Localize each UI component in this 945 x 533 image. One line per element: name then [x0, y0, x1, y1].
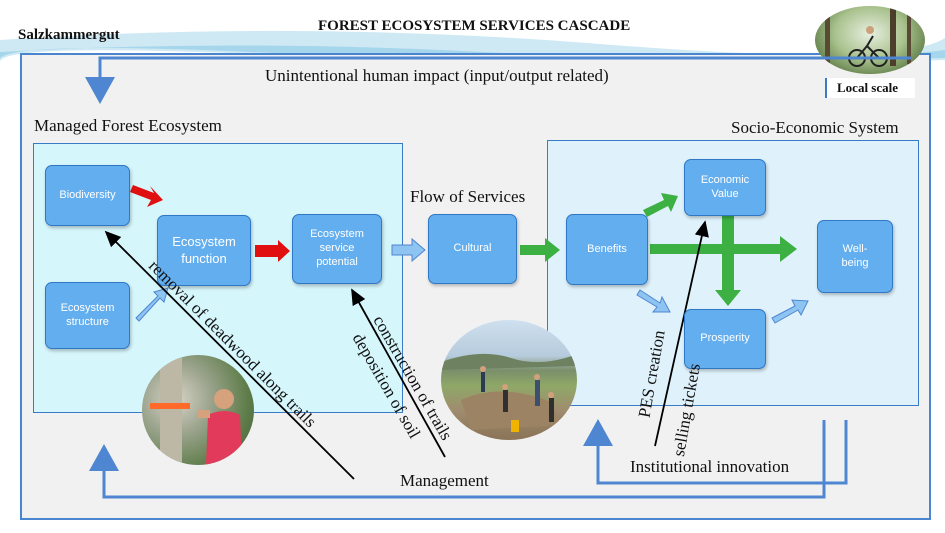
blue-arrow-potential-cultural	[391, 237, 426, 263]
red-arrow-function-potential	[255, 240, 290, 262]
ecosystem-structure-box: Ecosystem structure	[45, 282, 130, 349]
unintentional-impact-label: Unintentional human impact (input/output…	[265, 66, 609, 85]
flow-of-services-label: Flow of Services	[410, 187, 526, 206]
management-label: Management	[400, 471, 489, 490]
blue-arrow-structure-function	[135, 287, 169, 322]
local-scale-label: Local scale	[837, 80, 899, 95]
economic-value-box: Economic Value	[684, 159, 766, 216]
green-arrow-economic-prosperity	[715, 215, 741, 306]
trail-construction-photo	[441, 320, 577, 440]
location-label: Salzkammergut	[18, 27, 120, 43]
blue-arrow-prosperity-wellbeing	[771, 299, 809, 324]
cyclist-photo	[815, 6, 925, 74]
unintentional-impact-arrow	[85, 56, 912, 104]
management-loop-arrow	[89, 420, 826, 499]
deadwood-removal-photo	[142, 355, 254, 465]
green-arrow-benefits-economic	[643, 193, 678, 217]
deadwood-arrow	[104, 230, 355, 480]
page-title: FOREST ECOSYSTEM SERVICES CASCADE	[318, 18, 631, 34]
ecosystem-function-box: Ecosystem function	[157, 215, 251, 286]
ecosystem-service-potential-box: Ecosystem service potential	[292, 214, 382, 284]
prosperity-box: Prosperity	[684, 309, 766, 369]
biodiversity-box: Biodiversity	[45, 165, 130, 226]
green-arrow-cultural-benefits	[520, 238, 560, 262]
wellbeing-box: Well- being	[817, 220, 893, 293]
institutional-loop-arrow	[583, 419, 848, 485]
red-arrow-biodiversity-function	[130, 185, 163, 207]
institutional-innovation-label: Institutional innovation	[630, 457, 790, 476]
construction-arrow	[351, 288, 446, 458]
blue-arrow-benefits-prosperity	[636, 289, 671, 313]
socio-economic-label: Socio-Economic System	[731, 118, 899, 137]
pes-arrow	[654, 220, 709, 447]
local-scale-box	[825, 78, 915, 98]
managed-forest-label: Managed Forest Ecosystem	[34, 116, 222, 135]
cultural-box: Cultural	[428, 214, 517, 284]
benefits-box: Benefits	[566, 214, 648, 285]
